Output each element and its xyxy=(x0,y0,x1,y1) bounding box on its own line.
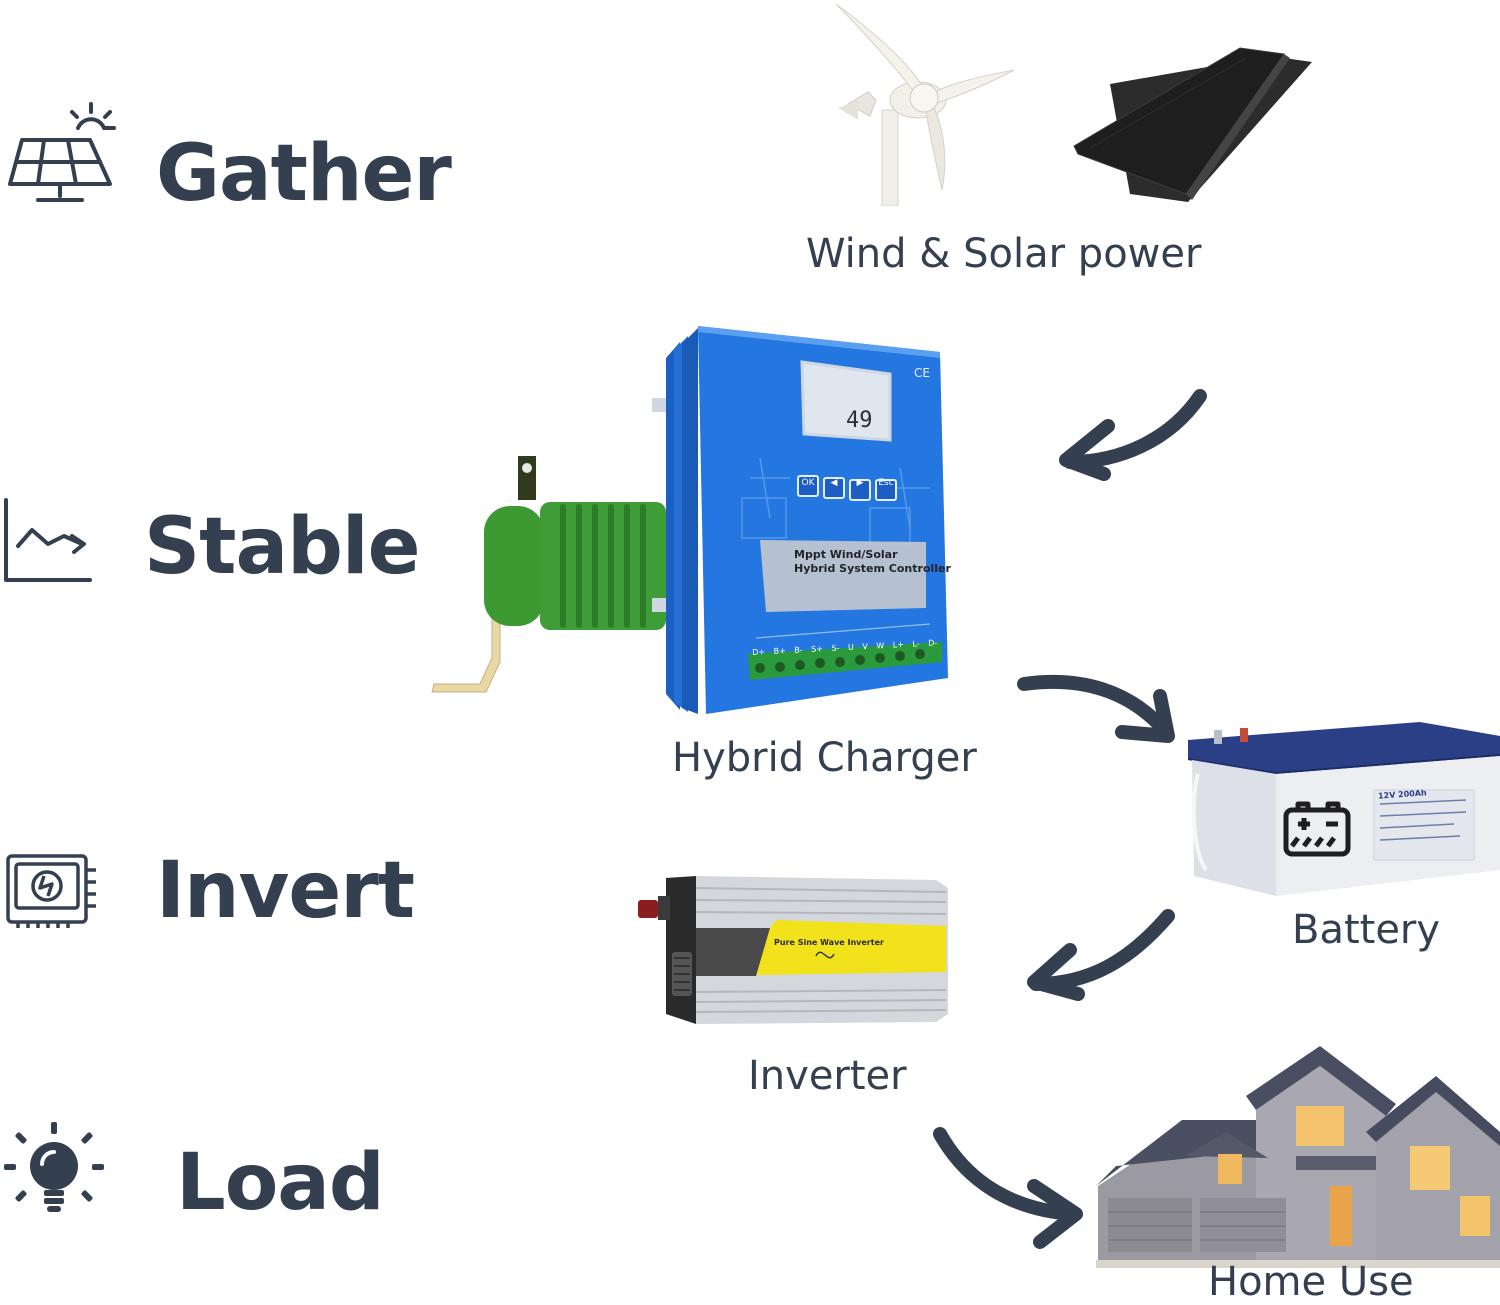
step-label-stable: Stable xyxy=(144,502,421,592)
arrow-source-to-charger xyxy=(1063,389,1207,469)
arrow-inverter-to-home-head xyxy=(1027,1179,1083,1249)
charger-ce-mark: CE xyxy=(914,366,930,380)
caption-charger: Hybrid Charger xyxy=(672,735,977,781)
inverter-chip-icon xyxy=(6,854,96,928)
caption-inverter: Inverter xyxy=(748,1053,907,1099)
inverter-image xyxy=(638,876,948,1024)
arrow-source-to-charger-head xyxy=(1059,419,1115,481)
charger-right-button: ▶ xyxy=(856,478,864,488)
caption-source: Wind & Solar power xyxy=(806,231,1202,277)
solar-panels-image xyxy=(1073,47,1312,202)
step-label-gather: Gather xyxy=(156,129,452,219)
arrow-charger-to-battery-head xyxy=(1115,689,1175,743)
charger-label-line2: Hybrid System Controller xyxy=(794,562,951,575)
charger-label-line1: Mppt Wind/Solar xyxy=(794,548,898,561)
light-bulb-icon xyxy=(4,1122,104,1212)
charger-ok-button: OK xyxy=(801,478,815,488)
battery-image xyxy=(1188,722,1500,896)
house-image xyxy=(1096,1046,1500,1268)
charger-button-row: OK ◀ ▶ Esc xyxy=(798,478,902,488)
hybrid-charger-image xyxy=(431,326,948,714)
arrow-battery-to-inverter-head xyxy=(1027,943,1085,1001)
wind-turbine-image xyxy=(835,3,1015,206)
arrow-charger-to-battery xyxy=(1017,674,1173,739)
arrow-battery-to-inverter xyxy=(1029,909,1175,991)
arrow-inverter-to-home xyxy=(933,1127,1081,1221)
charger-left-button: ◀ xyxy=(830,478,838,488)
charger-esc-button: Esc xyxy=(878,478,894,488)
inverter-model-label: Pure Sine Wave Inverter xyxy=(774,938,884,947)
step-label-invert: Invert xyxy=(156,846,415,936)
caption-home: Home Use xyxy=(1208,1259,1414,1305)
charger-display-value: 49 xyxy=(846,408,873,433)
solar-panel-sun-icon xyxy=(8,102,116,202)
caption-battery: Battery xyxy=(1292,907,1441,953)
trend-chart-icon xyxy=(4,498,92,582)
step-label-load: Load xyxy=(176,1138,385,1228)
